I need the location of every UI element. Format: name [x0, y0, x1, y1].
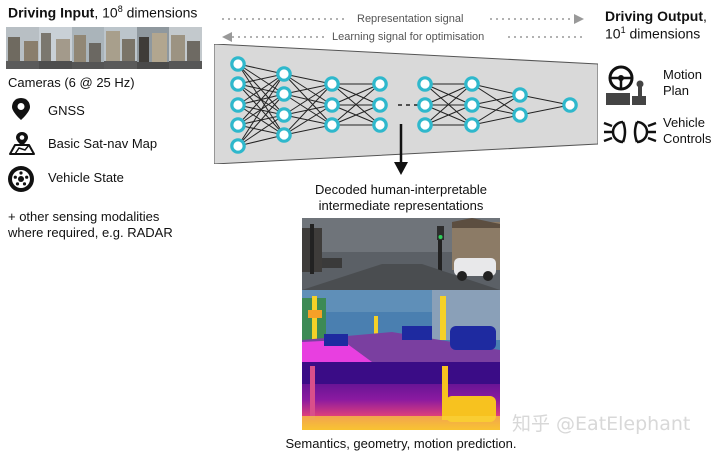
decoded-label-line1: Decoded human-interpretable — [315, 182, 487, 197]
driving-output-title: Driving Output, — [605, 8, 707, 24]
network-edge — [283, 73, 333, 85]
network-node — [562, 97, 578, 113]
map-icon — [9, 132, 35, 155]
depth-image — [302, 362, 500, 430]
network-node — [276, 107, 292, 123]
decoded-label-line2: intermediate representations — [318, 198, 484, 213]
network-node — [512, 87, 528, 103]
decoded-caption: Semantics, geometry, motion prediction. — [285, 436, 517, 451]
vehicle-lights-icon — [603, 120, 657, 144]
network-node — [324, 76, 340, 92]
network-node — [230, 76, 246, 92]
network-edge — [471, 94, 521, 106]
network-node — [276, 66, 292, 82]
network-edge — [519, 104, 571, 116]
other-modalities-line1: + other sensing modalities — [8, 209, 160, 224]
network-edge — [237, 73, 285, 126]
cameras-label: Cameras (6 @ 25 Hz) — [8, 75, 135, 90]
network-edge — [424, 83, 473, 126]
network-node — [417, 76, 433, 92]
neural-network-diagram — [214, 44, 598, 164]
motion-label-line1: Motion — [663, 67, 703, 82]
gnss-label: GNSS — [48, 103, 85, 118]
rgb-street-image — [302, 218, 500, 290]
controls-label-line1: Vehicle — [663, 115, 705, 130]
network-node — [230, 117, 246, 133]
network-edge — [237, 73, 285, 85]
network-edge — [471, 83, 521, 96]
network-edge — [331, 83, 381, 126]
network-edge — [237, 93, 285, 147]
network-edge — [283, 124, 333, 136]
motion-label-line2: Plan — [663, 83, 690, 98]
network-node — [372, 76, 388, 92]
camera-images — [6, 27, 202, 69]
network-edge — [471, 114, 521, 126]
network-edge — [519, 94, 571, 106]
other-modalities-line2: where required, e.g. RADAR — [8, 225, 173, 240]
network-node — [464, 97, 480, 113]
network-edge — [424, 83, 473, 106]
network-node — [372, 117, 388, 133]
location-pin-icon — [12, 98, 30, 120]
steering-wheel-icon — [606, 65, 646, 105]
driving-output-dimensions: 101 dimensions — [605, 25, 701, 42]
network-node — [464, 76, 480, 92]
network-edge — [283, 83, 333, 95]
network-node — [372, 97, 388, 113]
network-edge — [331, 83, 381, 106]
network-node — [512, 107, 528, 123]
segmentation-image — [302, 290, 500, 362]
watermark: 知乎 @EatElephant — [512, 413, 691, 435]
map-label: Basic Sat-nav Map — [48, 136, 158, 151]
network-node — [324, 97, 340, 113]
network-edge — [471, 94, 521, 126]
network-edge — [237, 63, 285, 75]
network-node — [276, 127, 292, 143]
wheel-icon — [8, 166, 34, 192]
representation-signal-label: Representation signal — [357, 13, 464, 25]
decode-down-arrow — [394, 124, 408, 175]
network-edge — [237, 114, 285, 147]
network-edge — [237, 73, 285, 106]
network-edge — [283, 83, 333, 136]
network-edge — [237, 73, 285, 147]
network-node — [417, 117, 433, 133]
learning-arrowhead — [222, 32, 232, 42]
network-edge — [424, 104, 473, 126]
network-background — [214, 44, 598, 164]
driving-input-title: Driving Input, 108 dimensions — [8, 4, 198, 21]
network-node — [464, 117, 480, 133]
network-edge — [283, 83, 333, 116]
signal-arrows — [222, 14, 584, 42]
network-node — [230, 56, 246, 72]
network-node — [230, 138, 246, 154]
representation-arrowhead — [574, 14, 584, 24]
learning-signal-label: Learning signal for optimisation — [332, 31, 485, 43]
network-edge — [237, 134, 285, 147]
network-node — [417, 97, 433, 113]
network-node — [324, 117, 340, 133]
vehicle-state-label: Vehicle State — [48, 170, 124, 185]
controls-label-line2: Controls — [663, 131, 712, 146]
network-node — [230, 97, 246, 113]
network-node — [276, 86, 292, 102]
network-edge — [283, 104, 333, 136]
network-edge — [331, 104, 381, 126]
camera-images-strip — [6, 27, 202, 69]
